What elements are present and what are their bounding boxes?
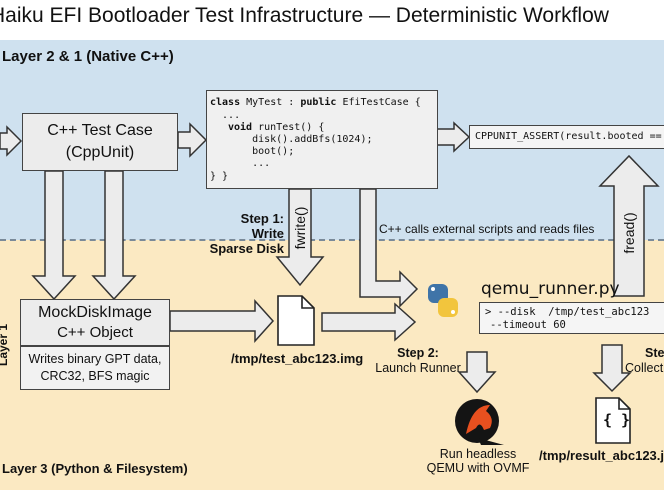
step2-label: Step 2: Launch Runner	[372, 346, 464, 376]
code-line-6: ...	[228, 158, 271, 169]
disk-image-path: /tmp/test_abc123.img	[231, 351, 364, 366]
step3-line1: Ste	[645, 346, 664, 360]
code-line-2: ...	[210, 110, 241, 121]
arrow-img-to-runner	[321, 302, 417, 342]
test-case-subtitle: (CppUnit)	[65, 144, 135, 161]
test-case-title: C++ Test Case	[47, 122, 153, 139]
mock-disk-desc-1: Writes binary GPT data,	[28, 352, 162, 366]
code-keyword: void	[228, 122, 253, 133]
step2-line2: Launch Runner	[375, 361, 461, 375]
mock-disk-desc-box: Writes binary GPT data, CRC32, BFS magic	[20, 346, 170, 390]
terminal-line-1: > --disk /tmp/test_abc123	[485, 306, 650, 318]
code-line-3: void runTest() {	[228, 122, 324, 135]
code-text: EfiTestCase {	[336, 97, 421, 108]
terminal-line-2: --timeout 60	[490, 319, 566, 331]
step1-line3: Sparse Disk	[209, 241, 284, 256]
mock-disk-desc-2: CRC32, BFS magic	[40, 369, 150, 383]
arrow-test-to-code	[177, 122, 208, 158]
mock-disk-image-box: MockDiskImage C++ Object	[20, 299, 170, 346]
assert-text: CPPUNIT_ASSERT(result.booted ==	[475, 131, 662, 142]
layer-python-label: Layer 3 (Python & Filesystem)	[2, 461, 188, 476]
arrow-fread-up	[598, 154, 660, 297]
qemu-icon	[455, 399, 504, 445]
step1-label: Step 1: Write Sparse Disk	[210, 211, 284, 256]
step1-line1: Step 1:	[240, 211, 284, 226]
step2-line1: Step 2:	[397, 346, 439, 360]
cpp-test-case-box: C++ Test Case (CppUnit)	[22, 113, 178, 171]
code-line-1: class MyTest : public EfiTestCase {	[210, 97, 421, 110]
arrow-test-to-mock-right	[91, 170, 137, 301]
step3-line2: Collect	[625, 361, 664, 375]
code-keyword: public	[300, 97, 337, 108]
arrow-code-to-assert	[436, 121, 471, 153]
code-line-5: boot();	[228, 146, 295, 157]
qemu-line1: Run headless	[439, 447, 517, 461]
fread-label: fread()	[621, 212, 637, 254]
runner-script-name: qemu_runner.py	[481, 279, 620, 299]
calls-note: C++ calls external scripts and reads fil…	[379, 222, 595, 236]
code-text: runTest() {	[252, 122, 325, 133]
arrow-code-to-runner	[359, 188, 419, 308]
mock-disk-subtitle: C++ Object	[57, 324, 133, 341]
qemu-label: Run headless QEMU with OVMF	[418, 447, 538, 475]
result-file-path: /tmp/result_abc123.js	[539, 448, 664, 463]
code-line-4: disk().addBfs(1024);	[228, 134, 373, 145]
arrow-test-to-mock-left	[31, 170, 77, 301]
mock-disk-title: MockDiskImage	[38, 304, 152, 321]
code-block: class MyTest : public EfiTestCase { ... …	[206, 90, 438, 189]
layer-separator	[0, 239, 664, 241]
json-glyph: { }	[603, 411, 631, 429]
runner-terminal: > --disk /tmp/test_abc123 --timeout 60	[479, 302, 664, 334]
step3-label: Ste Collect	[625, 346, 664, 376]
arrow-into-test-case	[0, 125, 23, 157]
layer-native-label: Layer 2 & 1 (Native C++)	[2, 48, 174, 65]
fwrite-label: fwrite()	[292, 206, 308, 250]
arrow-step3-down	[592, 344, 632, 393]
code-keyword: class	[210, 97, 241, 108]
step1-line2: Write	[251, 226, 284, 241]
assert-box: CPPUNIT_ASSERT(result.booted ==	[469, 125, 664, 149]
arrow-fwrite-down	[275, 188, 325, 287]
python-icon	[428, 284, 458, 317]
json-file-icon	[595, 397, 631, 444]
page-title: Haiku EFI Bootloader Test Infrastructure…	[0, 4, 609, 27]
code-text: MyTest :	[240, 97, 301, 108]
qemu-line2: QEMU with OVMF	[426, 461, 530, 475]
arrow-runner-down	[457, 351, 497, 394]
disk-image-file-icon	[277, 295, 315, 346]
code-line-7: } }	[210, 171, 229, 182]
arrow-mock-to-img	[169, 299, 275, 343]
